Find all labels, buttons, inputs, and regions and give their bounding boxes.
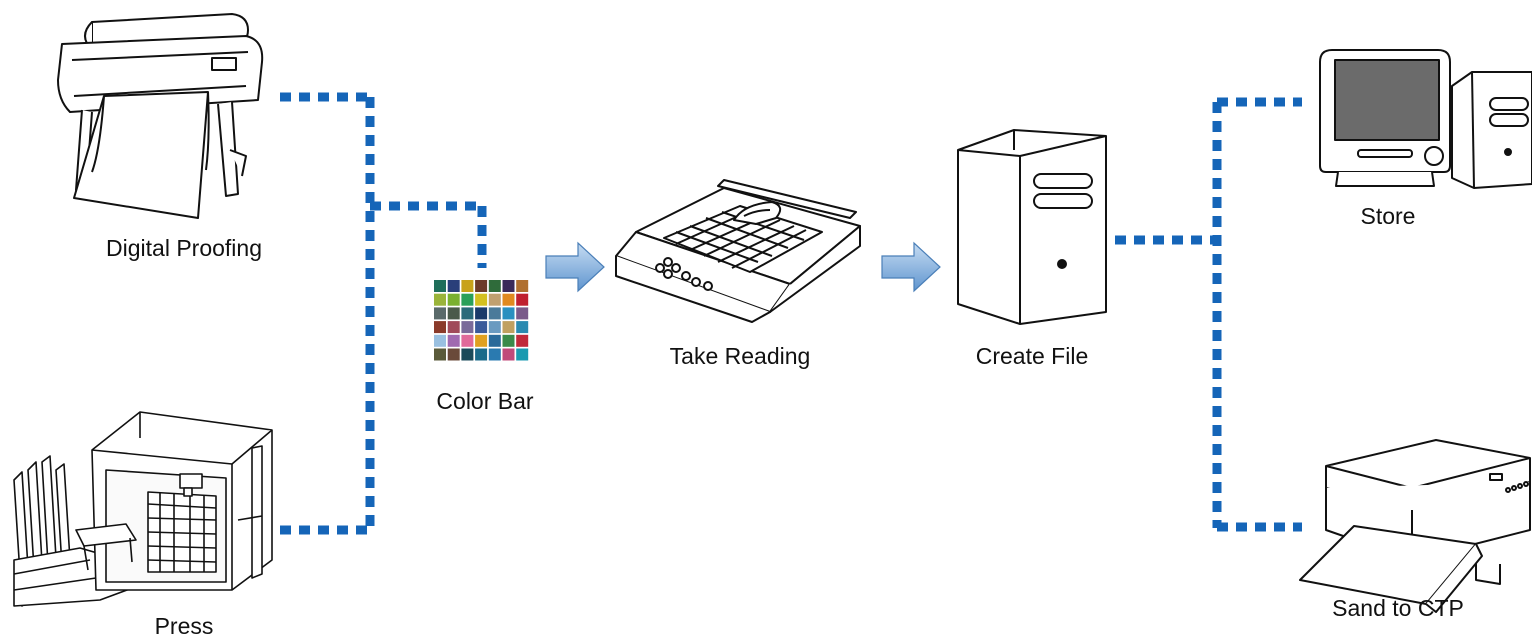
color-swatch [502,280,515,292]
color-swatch [488,307,501,320]
color-swatch [475,293,488,306]
color-swatch [447,307,460,320]
label-color-bar: Color Bar [436,388,533,414]
computer-tower-icon [957,129,1107,325]
dotted-connectors [280,92,1302,535]
spectrophotometer-scanner-icon [615,179,861,323]
label-sand-to-ctp: Sand to CTP [1332,595,1464,621]
color-swatch [447,321,460,334]
color-swatch [447,293,460,306]
color-swatch [516,334,529,347]
color-swatch [488,321,501,334]
color-swatch [461,293,474,306]
label-create-file: Create File [976,343,1088,369]
color-swatch [502,348,515,361]
color-swatch [434,348,446,361]
color-swatch [461,334,474,347]
label-press: Press [155,613,214,639]
color-swatch [502,307,515,320]
printer-icon [1299,439,1531,613]
color-swatch [488,348,501,361]
color-swatch [488,293,501,306]
color-swatch [447,348,460,361]
arrow-right-icon [545,241,605,293]
label-digital-proofing: Digital Proofing [106,235,262,261]
color-swatch [516,321,529,334]
arrow-right-icon [881,241,941,293]
color-bar-chart-icon [434,280,529,361]
color-swatch [502,334,515,347]
color-swatch [461,348,474,361]
color-swatch [447,280,460,292]
label-store: Store [1361,203,1416,229]
color-swatch [475,334,488,347]
color-swatch [516,348,529,361]
color-swatch [516,293,529,306]
color-swatch [516,280,529,292]
printing-press-icon [13,411,273,607]
color-swatch [461,307,474,320]
color-swatch [488,334,501,347]
color-swatch [488,280,501,292]
color-swatch [434,293,446,306]
color-swatch [434,307,446,320]
color-swatch [447,334,460,347]
large-format-printer-icon [57,13,264,219]
color-swatch [475,321,488,334]
color-swatch [475,348,488,361]
color-swatch [434,321,446,334]
color-swatch [434,334,446,347]
label-take-reading: Take Reading [670,343,811,369]
color-swatch [461,280,474,292]
color-swatch [502,321,515,334]
desktop-computer-icon [1319,49,1532,189]
color-swatch [475,280,488,292]
color-swatch [475,307,488,320]
color-swatch [461,321,474,334]
color-swatch [434,280,446,292]
color-swatch [516,307,529,320]
color-swatch [502,293,515,306]
